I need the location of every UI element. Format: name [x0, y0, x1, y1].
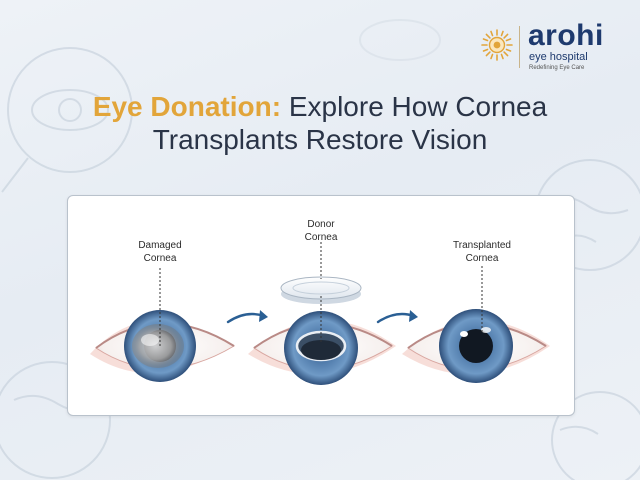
brand-name: arohi: [528, 19, 604, 52]
title-accent: Eye Donation:: [92, 91, 282, 122]
label-line: Transplanted: [453, 240, 511, 251]
label-line: Cornea: [465, 253, 499, 264]
damaged-eye-illustration: [90, 310, 235, 382]
label-line: Damaged: [138, 240, 182, 251]
step-label-damaged: Damaged Cornea: [120, 239, 200, 265]
transplanted-eye-illustration: [402, 309, 550, 383]
transplant-diagram: [90, 242, 550, 385]
title-line2: Transplants Restore Vision: [152, 124, 488, 155]
right-arrow-icon: [376, 310, 418, 324]
brand-tagline: Redefining Eye Care: [529, 65, 585, 71]
title-line1-rest: Explore How Cornea: [281, 91, 548, 122]
step-label-donor: Donor Cornea: [281, 218, 361, 244]
magnifier-icon: [7, 47, 133, 173]
transplant-illustration-card: Damaged Cornea Donor Cornea Transplanted…: [67, 195, 575, 416]
label-line: Cornea: [143, 253, 177, 264]
donor-cornea-disc: [280, 276, 362, 304]
sun-logo-icon: [481, 29, 513, 61]
brand-logo[interactable]: arohi eye hospital Redefining Eye Care: [480, 20, 630, 76]
donor-eye-illustration: [248, 311, 396, 385]
logo-divider: [519, 26, 520, 68]
label-line: Donor: [307, 219, 335, 230]
label-line: Cornea: [304, 232, 338, 243]
page-title: Eye Donation: Explore How Cornea Transpl…: [60, 90, 580, 156]
brand-subtitle: eye hospital: [529, 51, 588, 63]
right-arrow-icon: [226, 310, 268, 324]
step-label-transplanted: Transplanted Cornea: [437, 239, 527, 265]
